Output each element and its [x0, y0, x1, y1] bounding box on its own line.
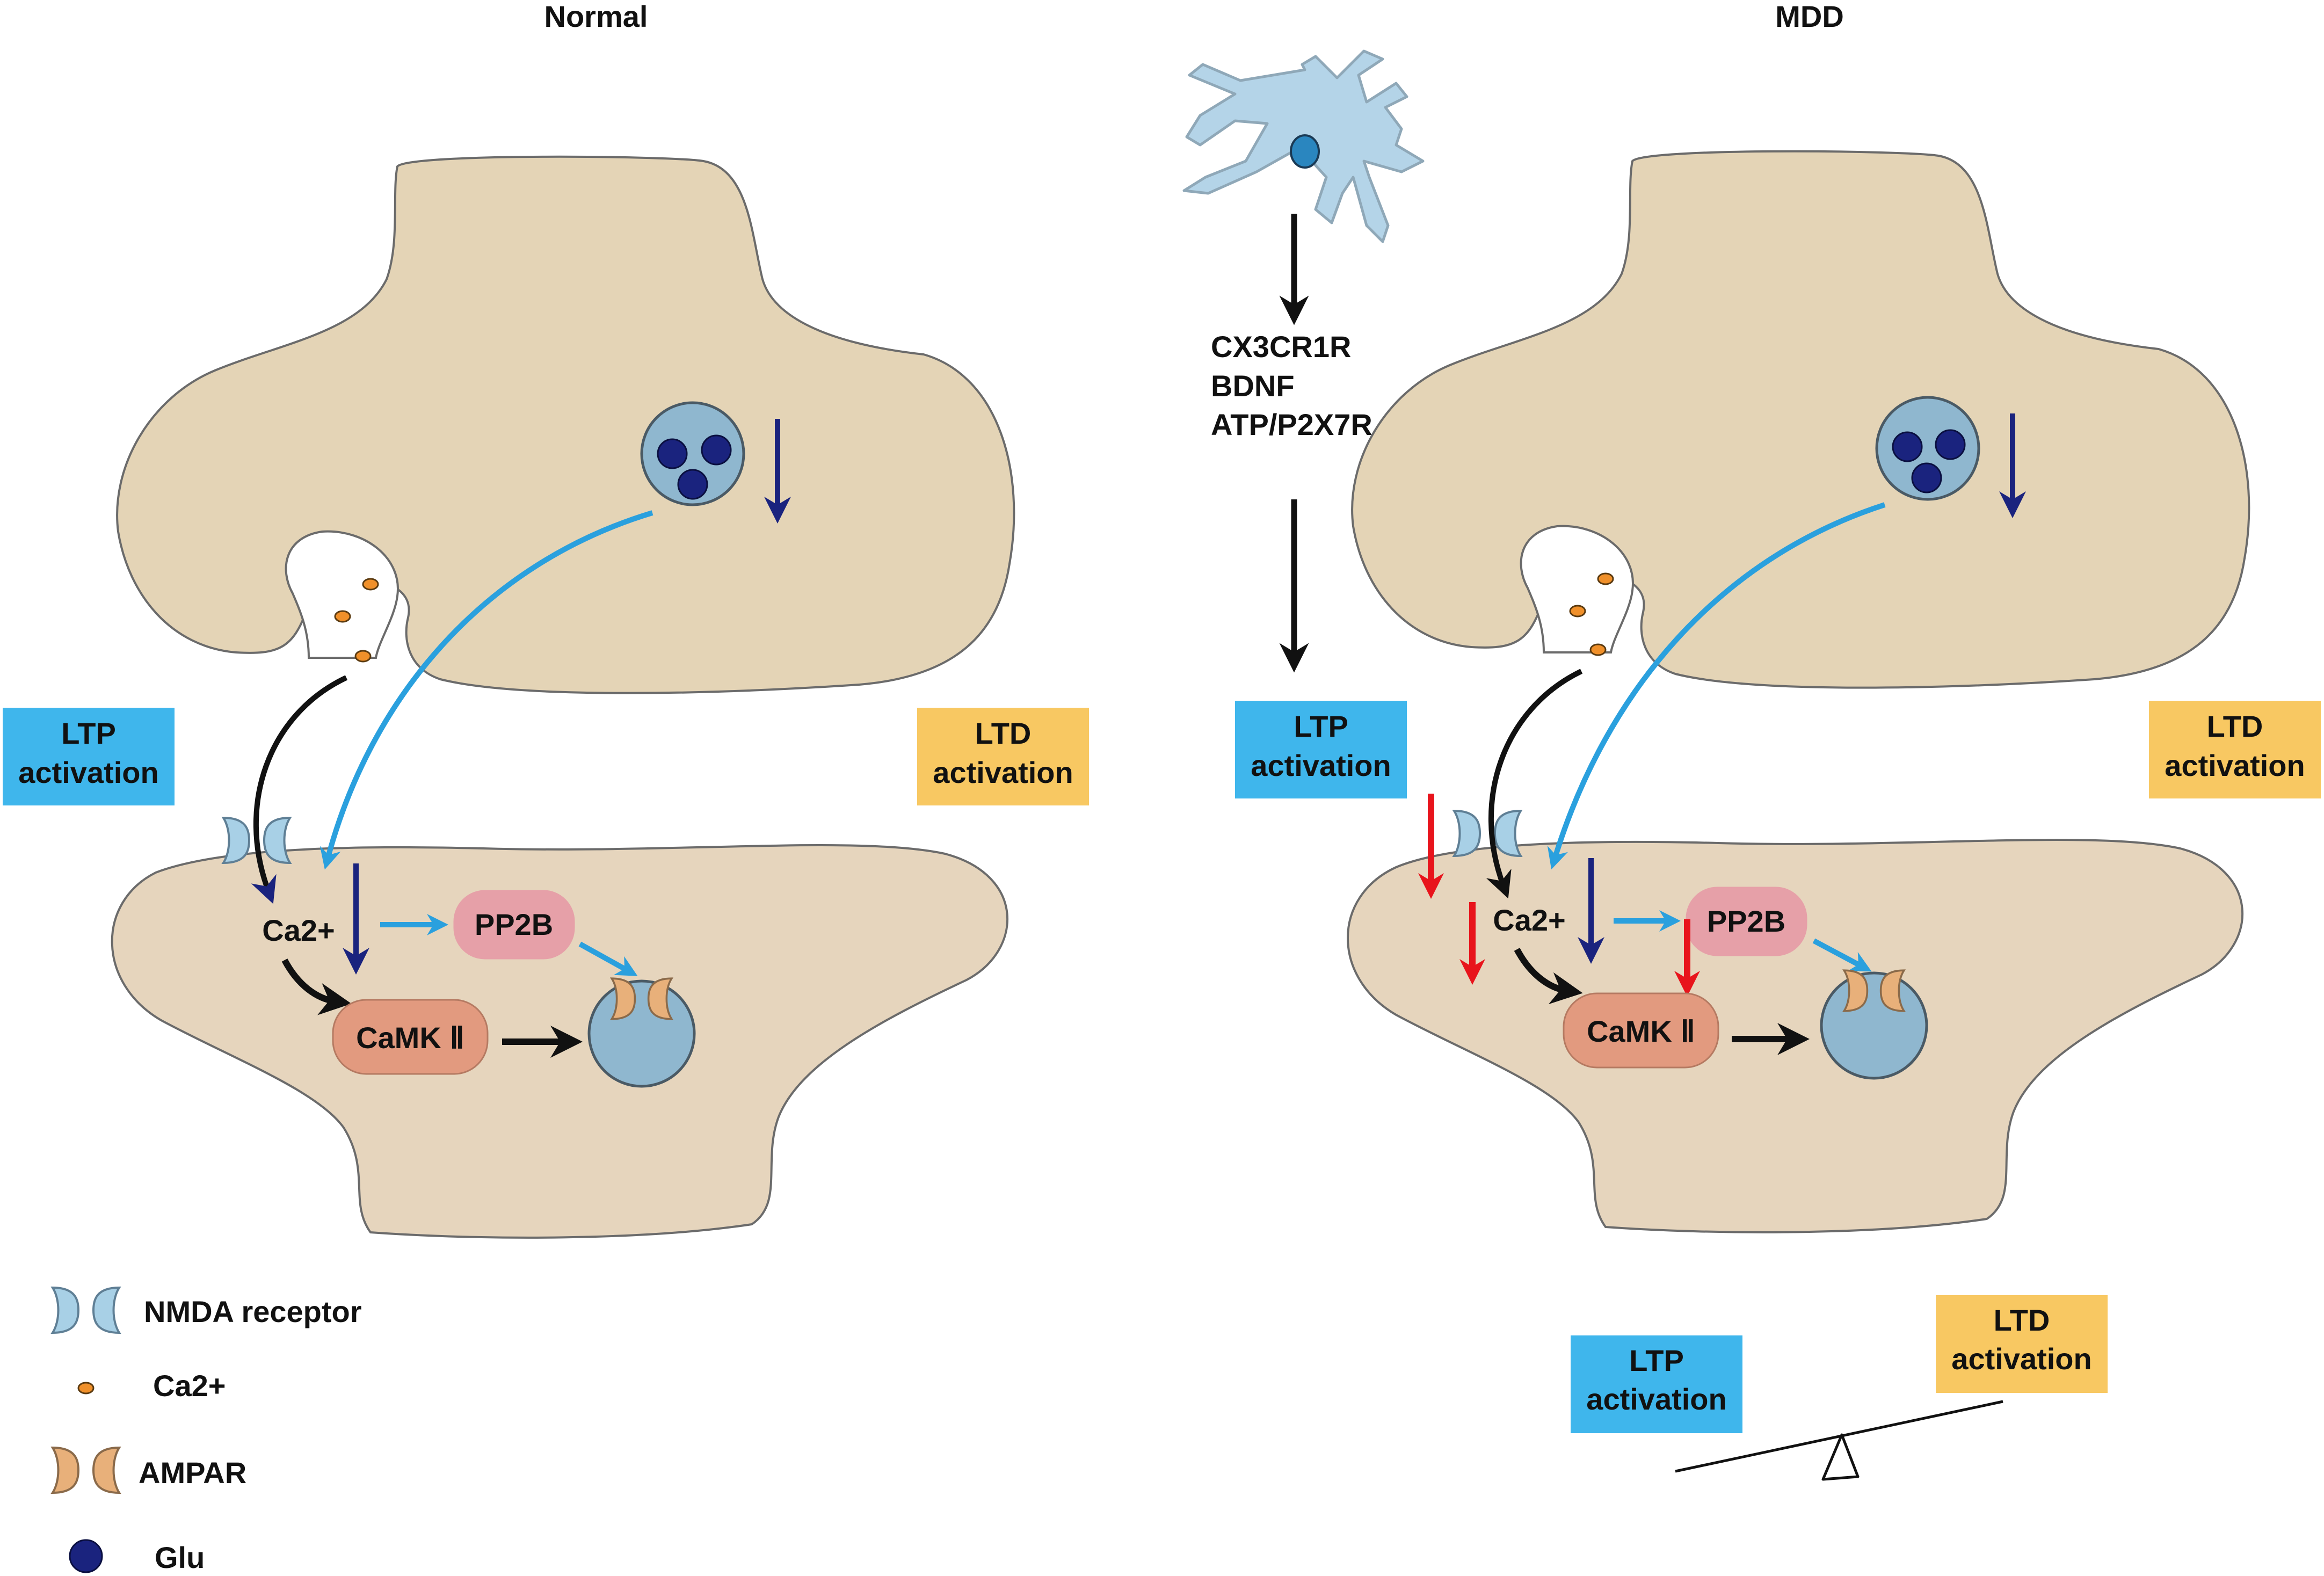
- ltd-line2-mdd: activation: [2165, 749, 2305, 782]
- legend: NMDA receptor Ca2+ AMPAR Glu: [52, 1287, 362, 1574]
- ca-ion: [1589, 643, 1607, 656]
- ca-ion: [1597, 572, 1614, 585]
- glu-molecule: [1935, 429, 1966, 460]
- glu-molecule: [1911, 462, 1942, 493]
- ca-influx-arrow-mdd: [1486, 669, 1583, 899]
- ca-influx-arrow-normal: [251, 675, 348, 904]
- pp2b-label-mdd: PP2B: [1707, 904, 1785, 938]
- camk-box-normal: CaMK Ⅱ: [332, 999, 489, 1075]
- ltd-box-mdd: LTD activation: [2149, 701, 2321, 798]
- camk-label-normal: CaMK Ⅱ: [356, 1021, 464, 1055]
- microglia-nucleus: [1290, 134, 1320, 169]
- ca-ion: [362, 578, 379, 591]
- balance-ltd-box: LTD activation: [1936, 1295, 2108, 1393]
- ltd-line1-mdd: LTD: [2207, 709, 2263, 743]
- legend-ca-label: Ca2+: [153, 1369, 226, 1403]
- ltp-box-normal: LTP activation: [3, 708, 175, 805]
- camk-box-mdd: CaMK Ⅱ: [1563, 992, 1719, 1069]
- calcium-store-normal: [285, 530, 399, 659]
- ltd-box-normal: LTD activation: [917, 708, 1089, 805]
- legend-ca-icon: [77, 1382, 95, 1395]
- balance-ltd-line1: LTD: [1994, 1303, 2050, 1337]
- glutamate-vesicle-mdd: [1875, 396, 1980, 501]
- glu-molecule: [677, 469, 708, 500]
- ca-ion: [1569, 605, 1586, 618]
- legend-ampar-label: AMPAR: [139, 1456, 246, 1490]
- ltp-line2-normal: activation: [18, 756, 158, 789]
- mdd-panel-title: MDD: [1775, 0, 1844, 33]
- pp2b-label-normal: PP2B: [475, 907, 553, 941]
- legend-nmda-icon: [52, 1287, 120, 1334]
- glu-release-arrow-normal: [319, 510, 653, 870]
- legend-ampar-icon: [52, 1447, 120, 1494]
- balance-ltd-line2: activation: [1951, 1342, 2091, 1376]
- pp2b-box-mdd: PP2B: [1686, 887, 1807, 956]
- presynaptic-terminal-mdd: [1351, 150, 2250, 689]
- ca2-to-camk-arrow-normal: [281, 958, 352, 1015]
- glu-molecule: [657, 438, 688, 469]
- glu-molecule: [701, 434, 732, 466]
- legend-nmda-label: NMDA receptor: [144, 1295, 362, 1328]
- pp2b-to-ampar-arrow-normal: [578, 941, 638, 976]
- seesaw-beam: [1675, 1400, 2003, 1473]
- normal-panel-title: Normal: [544, 0, 648, 33]
- microglia-factor-bdnf: BDNF: [1211, 369, 1295, 403]
- pp2b-to-ampar-arrow-mdd: [1812, 938, 1872, 972]
- glu-release-arrow-mdd: [1547, 502, 1886, 870]
- ca2-to-camk-arrow-mdd: [1514, 948, 1583, 1005]
- seesaw-fulcrum: [1821, 1433, 1860, 1481]
- ltd-line1-normal: LTD: [975, 716, 1032, 750]
- pp2b-box-normal: PP2B: [453, 890, 575, 960]
- balance-ltp-line2: activation: [1586, 1382, 1726, 1416]
- presynaptic-terminal-normal: [116, 155, 1015, 694]
- ltp-line1-mdd: LTP: [1294, 709, 1348, 743]
- glutamate-vesicle-normal: [640, 401, 745, 506]
- balance-ltp-box: LTP activation: [1571, 1335, 1742, 1433]
- microglia-factor-atp-p2x7r: ATP/P2X7R: [1211, 408, 1372, 441]
- legend-glu-icon: [69, 1539, 103, 1573]
- calcium-store-mdd: [1520, 525, 1634, 653]
- ca-ion: [334, 610, 351, 623]
- ampar-vesicle-mdd: [1820, 971, 1928, 1080]
- ltp-line2-mdd: activation: [1251, 749, 1391, 782]
- ca-ion: [354, 650, 372, 663]
- ltp-line1-normal: LTP: [61, 716, 116, 750]
- balance-ltp-line1: LTP: [1629, 1343, 1684, 1377]
- ca2-label-mdd: Ca2+: [1493, 903, 1565, 937]
- ampar-vesicle-normal: [587, 979, 696, 1088]
- ltp-box-mdd: LTP activation: [1235, 701, 1407, 798]
- ca2-label-normal: Ca2+: [262, 913, 335, 947]
- microglia-factor-cx3cr1r: CX3CR1R: [1211, 330, 1351, 364]
- camk-label-mdd: CaMK Ⅱ: [1587, 1014, 1695, 1048]
- glu-molecule: [1892, 431, 1923, 462]
- legend-glu-label: Glu: [155, 1541, 205, 1574]
- ltd-line2-normal: activation: [933, 756, 1073, 789]
